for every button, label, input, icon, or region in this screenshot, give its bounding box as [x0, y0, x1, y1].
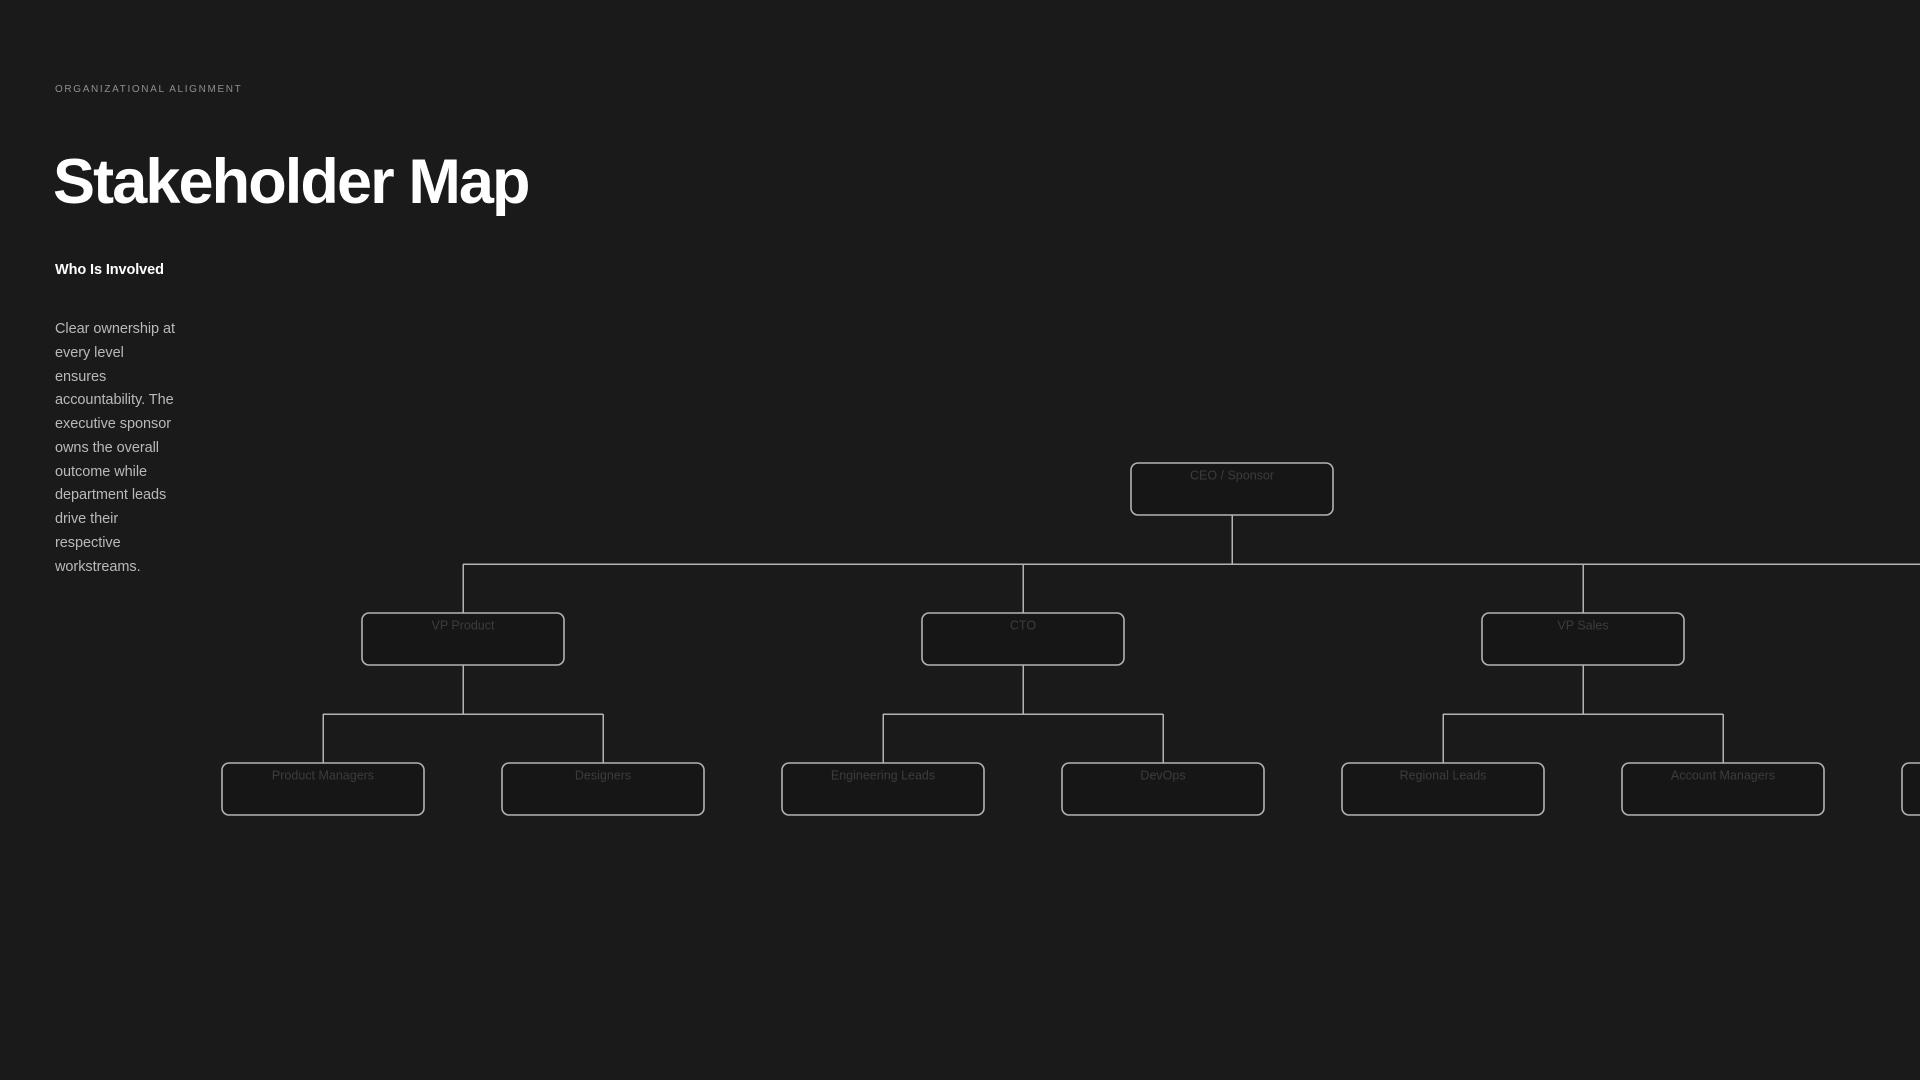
- side-panel: Who Is Involved Clear ownership at every…: [55, 260, 175, 579]
- org-node-box[interactable]: [1481, 612, 1685, 666]
- org-node-box[interactable]: [221, 762, 425, 816]
- org-node-box[interactable]: [1341, 762, 1545, 816]
- org-node-box[interactable]: [1621, 762, 1825, 816]
- org-node-label: CEO / Sponsor: [1190, 468, 1274, 482]
- org-node[interactable]: Account Managers: [1621, 762, 1825, 816]
- org-node[interactable]: VP Product: [361, 612, 565, 666]
- org-node-box[interactable]: [501, 762, 705, 816]
- org-node-label: Designers: [575, 768, 631, 782]
- org-node[interactable]: Designers: [501, 762, 705, 816]
- org-node-box[interactable]: [361, 612, 565, 666]
- org-node-label: Product Managers: [272, 768, 374, 782]
- org-node-box[interactable]: [1130, 462, 1334, 516]
- org-node[interactable]: DevOps: [1061, 762, 1265, 816]
- org-node-label: Engineering Leads: [831, 768, 935, 782]
- org-node[interactable]: Product Managers: [221, 762, 425, 816]
- org-node[interactable]: Engineering Leads: [781, 762, 985, 816]
- org-node-label: Account Managers: [1671, 768, 1775, 782]
- side-panel-body: Clear ownership at every level ensures a…: [55, 321, 175, 575]
- org-node-label: Regional Leads: [1400, 768, 1487, 782]
- side-panel-heading: Who Is Involved: [55, 262, 164, 278]
- org-node[interactable]: CTO: [921, 612, 1125, 666]
- eyebrow-label: ORGANIZATIONAL ALIGNMENT: [55, 84, 243, 95]
- org-node-label: VP Product: [431, 618, 495, 632]
- org-node-box[interactable]: [781, 762, 985, 816]
- org-node-box[interactable]: [1061, 762, 1265, 816]
- page-title: Stakeholder Map: [53, 147, 531, 218]
- org-node-label: VP Sales: [1557, 618, 1608, 632]
- org-node[interactable]: Regional Leads: [1341, 762, 1545, 816]
- org-node[interactable]: [1901, 762, 1920, 816]
- org-node-box[interactable]: [921, 612, 1125, 666]
- org-node[interactable]: CEO / Sponsor: [1130, 462, 1334, 516]
- org-node-label: DevOps: [1140, 768, 1185, 782]
- org-node-box[interactable]: [1901, 762, 1920, 816]
- org-node-label: CTO: [1010, 618, 1036, 632]
- org-node[interactable]: VP Sales: [1481, 612, 1685, 666]
